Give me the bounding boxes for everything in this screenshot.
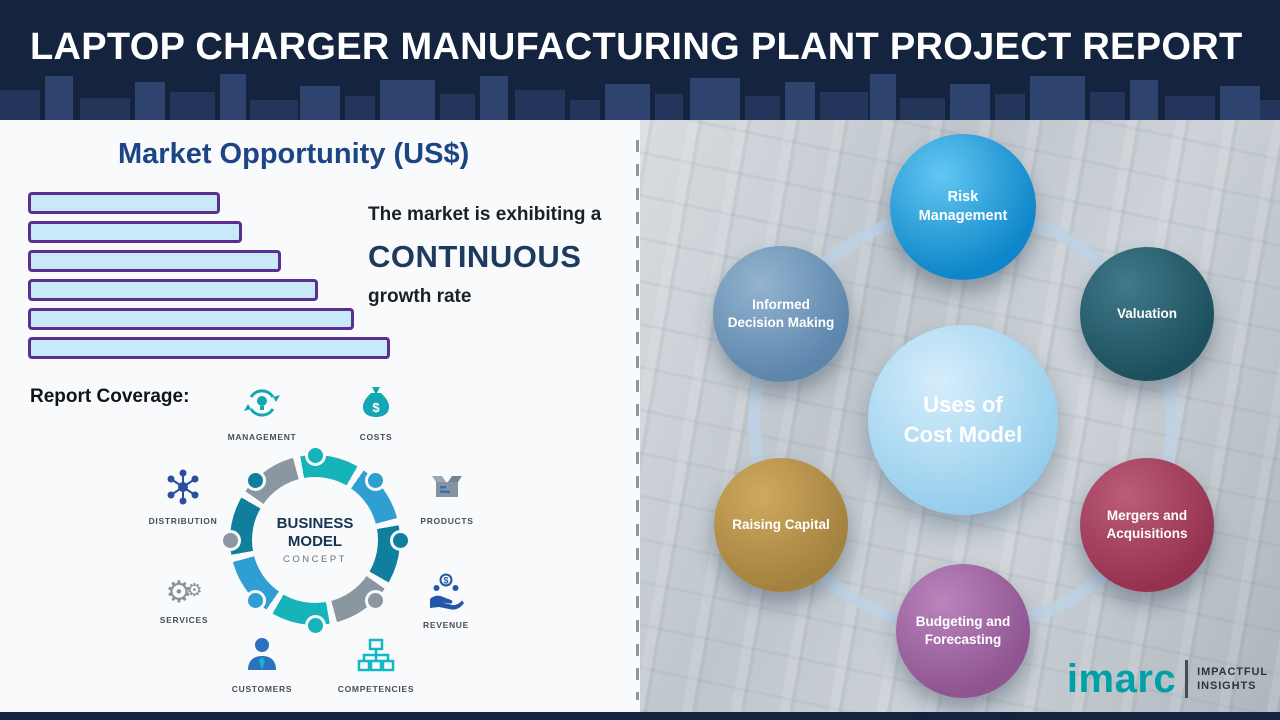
bm-item-services: ⚙⚙ SERVICES (138, 570, 230, 625)
svg-text:$: $ (443, 576, 448, 586)
satellite-valuation: Valuation (1080, 247, 1214, 381)
bm-item-revenue: $ REVENUE (400, 570, 492, 630)
bm-label: COSTS (359, 432, 393, 442)
dashed-divider (636, 140, 639, 700)
market-bar (28, 337, 390, 359)
growth-text-block: The market is exhibiting a CONTINUOUS gr… (368, 204, 630, 308)
bm-item-customers: CUSTOMERS (216, 634, 308, 694)
page-title: LAPTOP CHARGER MANUFACTURING PLANT PROJE… (30, 26, 1243, 68)
logo-tagline: IMPACTFUL INSIGHTS (1197, 665, 1268, 694)
bm-label: PRODUCTS (420, 516, 474, 526)
money-bag-icon: $ (356, 382, 396, 424)
hand-coins-icon: $ (426, 570, 466, 612)
header-banner: LAPTOP CHARGER MANUFACTURING PLANT PROJE… (0, 0, 1280, 120)
satellite-budgeting-and-forecasting: Budgeting and Forecasting (896, 564, 1030, 698)
ring-node (245, 590, 266, 611)
bm-label: SERVICES (159, 615, 209, 625)
ring-node (365, 590, 386, 611)
bm-item-costs: $ COSTS (330, 382, 422, 442)
cost-model-center-line1: Uses of (923, 392, 1003, 418)
product-box-icon (427, 466, 467, 508)
bm-label: MANAGEMENT (227, 432, 297, 442)
cost-model-center-line2: Cost Model (903, 422, 1023, 447)
ring-node (305, 615, 326, 636)
market-bar (28, 308, 354, 330)
satellite-mergers-and-acquisitions: Mergers and Acquisitions (1080, 458, 1214, 592)
bm-item-competencies: COMPETENCIES (330, 634, 422, 694)
satellite-informed-decision-making: Informed Decision Making (713, 246, 849, 382)
person-icon (242, 634, 282, 676)
logo-tagline-line1: IMPACTFUL (1197, 665, 1268, 678)
network-hub-icon (163, 466, 203, 508)
bm-label: DISTRIBUTION (148, 516, 218, 526)
svg-text:$: $ (372, 400, 380, 415)
cost-model-center-circle: Uses of Cost Model (868, 325, 1058, 515)
report-coverage-label: Report Coverage: (30, 386, 190, 407)
bm-label: CUSTOMERS (231, 684, 293, 694)
market-bar (28, 192, 220, 214)
city-skyline-graphic (0, 74, 1280, 120)
recycle-lightbulb-icon (242, 382, 282, 424)
logo-separator (1185, 660, 1189, 698)
ring-node (220, 530, 241, 551)
business-model-center-line2: MODEL (287, 532, 343, 550)
footer-strip (0, 712, 1280, 720)
bm-item-distribution: DISTRIBUTION (137, 466, 229, 526)
satellite-raising-capital: Raising Capital (714, 458, 848, 592)
bm-label: REVENUE (423, 620, 469, 630)
logo-tagline-line2: INSIGHTS (1197, 680, 1257, 692)
ring-node (365, 470, 386, 491)
market-bar (28, 250, 282, 272)
ring-node (305, 445, 326, 466)
bm-label: COMPETENCIES (337, 684, 415, 694)
market-bar (28, 279, 318, 301)
business-model-center: BUSINESS MODEL CONCEPT (252, 477, 378, 603)
market-bar (28, 221, 242, 243)
gears-icon: ⚙⚙ (165, 575, 203, 610)
imarc-logo-wordmark: imarc (1066, 657, 1177, 701)
satellite-risk-management: Risk Management (890, 134, 1036, 280)
growth-line-1: The market is exhibiting a (368, 204, 602, 225)
ring-node (245, 470, 266, 491)
business-model-center-line3: CONCEPT (283, 553, 347, 565)
business-model-center-line1: BUSINESS (276, 515, 354, 533)
left-panel: Market Opportunity (US$) The market is e… (0, 120, 640, 712)
org-chart-icon (356, 634, 396, 676)
ring-node (390, 530, 411, 551)
growth-line-3: growth rate (368, 286, 472, 307)
right-panel: Uses of Cost Model Risk Management Infor… (640, 120, 1280, 712)
market-bar-chart (28, 192, 390, 366)
bm-item-products: PRODUCTS (401, 466, 493, 526)
growth-line-2: CONTINUOUS (368, 239, 582, 274)
imarc-logo: imarc IMPACTFUL INSIGHTS (1066, 657, 1268, 701)
market-opportunity-title: Market Opportunity (US$) (118, 138, 470, 170)
bm-item-management: MANAGEMENT (216, 382, 308, 442)
